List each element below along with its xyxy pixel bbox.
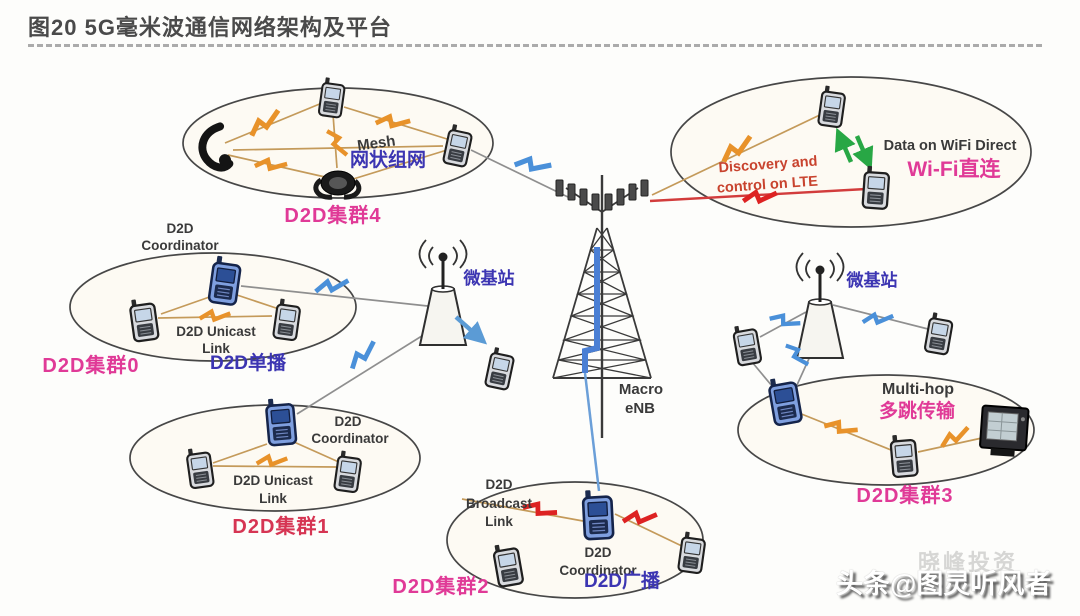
cluster2-broadcast-zh-label: D2D广播 xyxy=(584,569,661,592)
cluster2-broadcast-label-line2: Broadcast xyxy=(466,496,533,511)
headset-icon xyxy=(198,122,234,172)
cluster1-to-microbs-link xyxy=(296,323,442,415)
cluster1-unicast-label-line1: D2D Unicast xyxy=(233,473,313,488)
watermark-faint: 晓峰投资 xyxy=(918,550,1019,575)
cluster3-name-label: D2D集群3 xyxy=(856,483,953,507)
cluster0-unicast-zh-label: D2D单播 xyxy=(210,351,287,374)
phone-icon xyxy=(731,321,763,367)
coordinator-phone-icon xyxy=(264,395,298,447)
wifi-data-label: Data on WiFi Direct xyxy=(884,138,1017,154)
cluster0-unicast-label-line2: Link xyxy=(202,341,230,356)
cluster4-to-macro-link xyxy=(470,149,571,199)
title-divider xyxy=(28,44,1042,47)
phone-icon xyxy=(483,345,517,392)
micro-bs-left-label: 微基站 xyxy=(463,268,515,288)
cluster2-name-label: D2D集群2 xyxy=(392,574,489,598)
macro-enb-tower-icon xyxy=(552,175,652,438)
cluster1-name-label: D2D集群1 xyxy=(232,514,329,538)
cluster1-coordinator-label-line2: Coordinator xyxy=(311,431,389,446)
wifi-name-label: Wi-Fi直连 xyxy=(907,157,1001,181)
micro-bs-right-label: 微基站 xyxy=(846,270,898,290)
cluster1-unicast-label-line2: Link xyxy=(259,491,287,506)
cluster1-links xyxy=(212,441,342,468)
micro-bs-left-icon xyxy=(418,238,468,347)
macro-to-cluster2-link xyxy=(582,247,601,492)
cluster2-broadcast-label-line3: Link xyxy=(485,514,513,529)
macro-enb-label-line2: eNB xyxy=(625,400,655,417)
cluster0-to-microbs-link xyxy=(240,285,438,308)
cluster2-broadcast-label-line1: D2D xyxy=(485,477,512,492)
cluster0-coordinator-label-line2: Coordinator xyxy=(141,238,219,253)
coordinator-phone-icon xyxy=(581,487,615,541)
wifi-direct-arrows xyxy=(834,127,874,171)
macro-enb-label-line1: Macro xyxy=(619,381,663,398)
smartwatch-icon xyxy=(313,170,362,200)
figure-title: 图20 5G毫米波通信网络架构及平台 xyxy=(28,15,392,40)
rightbs-links xyxy=(751,304,929,399)
cluster0-coordinator-label-line1: D2D xyxy=(166,221,193,236)
cluster0-unicast-label-line1: D2D Unicast xyxy=(176,324,256,339)
terminal-device-icon xyxy=(979,404,1030,457)
cluster4-mesh-zh-label: 网状组网 xyxy=(350,148,426,171)
microbs-to-phone-arrow xyxy=(454,315,488,345)
cluster4-name-label: D2D集群4 xyxy=(284,203,381,227)
cluster3-boundary xyxy=(737,374,1035,486)
cluster4-mesh-en-label: Mesh xyxy=(356,132,396,154)
phone-icon xyxy=(317,75,347,119)
cluster3-multihop-en-label: Multi-hop xyxy=(882,381,954,398)
cluster2-coordinator-label-line1: D2D xyxy=(584,545,611,560)
cluster1-coordinator-label-line1: D2D xyxy=(334,414,361,429)
cluster0-name-label: D2D集群0 xyxy=(42,353,139,377)
wifi-discovery-label-line2: control on LTE xyxy=(716,174,818,197)
watermark-main: 头条@图灵听风者 xyxy=(836,569,1052,599)
phone-icon xyxy=(888,432,919,479)
phone-icon xyxy=(923,310,955,356)
cluster3-multihop-zh-label: 多跳传输 xyxy=(879,399,956,422)
cluster2-coordinator-label-line2: Coordinator xyxy=(559,563,637,578)
wifi-discovery-label-line1: Discovery and xyxy=(718,154,818,177)
